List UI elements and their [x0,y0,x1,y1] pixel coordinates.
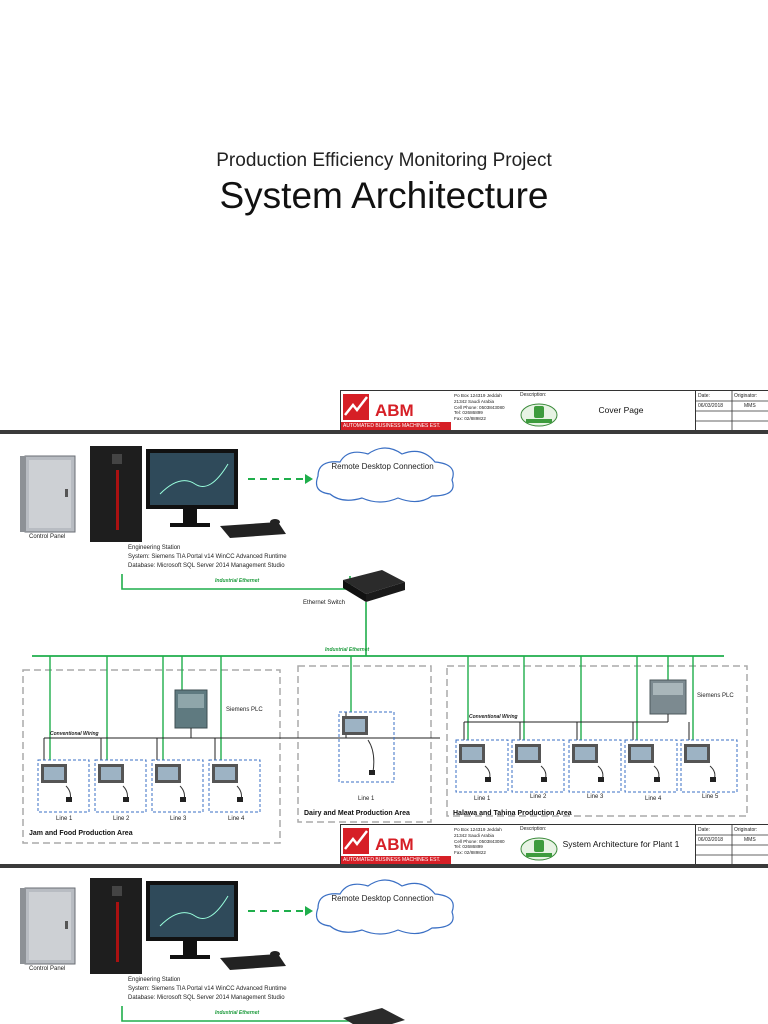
architecture-diagram-2 [20,878,454,1024]
control-panel-icon [20,887,76,965]
address-block: Po Box 124319 Jeddah 21342 Saudi Arabia … [454,393,505,422]
client-logo [520,837,558,861]
area2-line-label: Line 1 [358,796,375,802]
abm-logo: ABM [341,825,451,864]
engineering-pc-icon [90,878,286,974]
title-block-grid: Date: Originator: 06/03/2018 MMS [695,391,768,430]
control-panel-label: Control Panel [29,966,66,972]
area1-name: Jam and Food Production Area [29,830,133,837]
conventional-wiring-label-1: Conventional Wiring [50,731,99,737]
cloud-shape [315,879,454,935]
area1-line-label: Line 2 [113,816,130,822]
engineering-station-label: Engineering Station [128,977,181,983]
cover-title: System Architecture [219,175,549,216]
plc-1-icon [174,689,208,729]
svg-text:ABM: ABM [375,401,414,420]
plc-2-icon [649,679,687,715]
description-label: Description: [520,826,547,832]
cloud-shape [315,447,454,503]
description-label: Description: [520,392,547,398]
area3-line-label: Line 1 [474,796,491,802]
area3-line-label: Line 4 [645,796,662,802]
remote-desktop-label: Remote Desktop Connection [331,462,434,471]
ethernet-switch-icon [343,570,405,602]
title-block: ABM AUTOMATED BUSINESS MACHINES EST. Po … [340,390,768,430]
architecture-slide-2: Remote Desktop Connection Control Panel … [0,868,768,1024]
system-label: System: Siemens TIA Portal v14 WinCC Adv… [128,986,287,992]
area3-line-label: Line 3 [587,794,604,800]
industrial-ethernet-label-1: Industrial Ethernet [215,578,260,584]
area1-line-label: Line 1 [56,816,73,822]
description-text: System Architecture for Plant 1 [562,839,680,849]
abm-subtext: AUTOMATED BUSINESS MACHINES EST. [343,857,441,863]
system-label: System: Siemens TIA Portal v14 WinCC Adv… [128,554,287,560]
database-label: Database: Microsoft SQL Server 2014 Mana… [128,995,285,1001]
area1-line-label: Line 4 [228,816,245,822]
svg-text:ABM: ABM [375,835,414,854]
architecture-diagram [20,446,748,844]
ethernet-switch-label: Ethernet Switch [303,600,346,606]
area3-name: Halawa and Tahina Production Area [453,810,572,817]
remote-desktop-label: Remote Desktop Connection [331,894,434,903]
client-logo [520,403,558,427]
engineering-station-label: Engineering Station [128,545,181,551]
industrial-ethernet-label-2: Industrial Ethernet [325,647,370,653]
area3-line-label: Line 2 [530,794,547,800]
description-text: Cover Page [598,405,644,415]
title-block: ABM AUTOMATED BUSINESS MACHINES EST. Po … [340,824,768,864]
siemens-plc-label-2: Siemens PLC [697,693,734,699]
area1-line-label: Line 3 [170,816,187,822]
area3-line-label: Line 5 [702,794,719,800]
database-label: Database: Microsoft SQL Server 2014 Mana… [128,563,285,569]
architecture-slide: Remote Desktop Connection Control Panel … [0,434,768,864]
cover-slide: Production Efficiency Monitoring Project… [0,0,768,430]
title-block-grid: Date: Originator: 06/03/2018 MMS [695,825,768,864]
address-block: Po Box 124319 Jeddah 21342 Saudi Arabia … [454,827,505,856]
industrial-ethernet-label-1: Industrial Ethernet [215,1010,260,1016]
abm-subtext: AUTOMATED BUSINESS MACHINES EST. [343,423,441,429]
area1-line-units [37,759,261,813]
siemens-plc-label-1: Siemens PLC [226,707,263,713]
control-panel-icon [20,455,76,533]
abm-logo: ABM [341,391,451,430]
control-panel-label: Control Panel [29,534,66,540]
cover-subtitle: Production Efficiency Monitoring Project [216,150,552,171]
area2-name: Dairy and Meat Production Area [304,810,410,817]
area3-line-units [455,739,738,793]
conventional-wiring-label-2: Conventional Wiring [469,714,518,720]
engineering-pc-icon [90,446,286,542]
